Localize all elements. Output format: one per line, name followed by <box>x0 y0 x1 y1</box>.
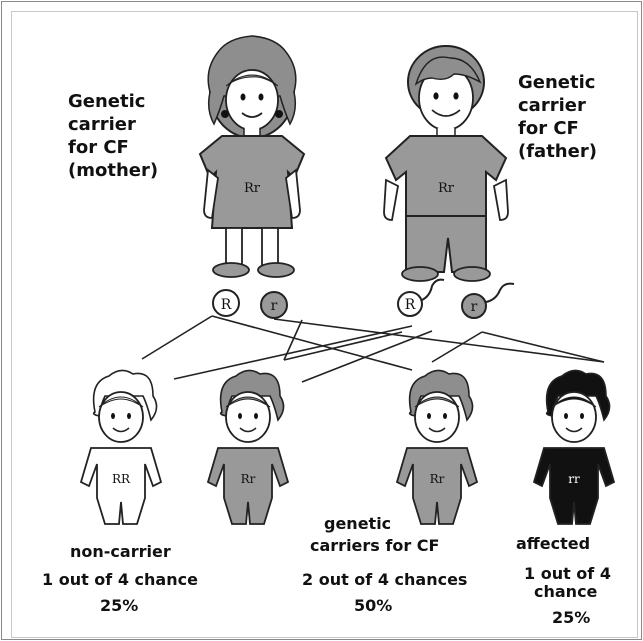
father-label-line: for CF <box>518 117 597 140</box>
carriers-label-line1: genetic <box>324 514 391 534</box>
mother-label-line: for CF <box>68 136 158 159</box>
child-carrier-1: Rr <box>208 370 288 524</box>
child-2-genotype: Rr <box>241 472 256 486</box>
mother-label: Genetic carrier for CF (mother) <box>68 90 158 182</box>
line-mother-R-to-child1 <box>142 316 212 359</box>
non-carrier-percent: 25% <box>100 596 138 616</box>
mother-genotype-label: Rr <box>244 181 261 196</box>
father-label-line: (father) <box>518 140 597 163</box>
child-non-carrier: RR <box>81 370 161 524</box>
mother-label-line: carrier <box>68 113 158 136</box>
mother-allele-R: R <box>221 297 232 313</box>
father-label: Genetic carrier for CF (father) <box>518 71 597 163</box>
father-allele-R: R <box>405 297 416 313</box>
father-figure: Rr <box>384 46 508 281</box>
carriers-percent: 50% <box>354 596 392 616</box>
father-genotype-label: Rr <box>438 181 455 196</box>
non-carrier-chance: 1 out of 4 chance <box>42 570 198 590</box>
mother-allele-r: r <box>271 298 278 314</box>
father-allele-r: r <box>471 299 478 315</box>
line-father-R-to-child2 <box>284 332 402 360</box>
affected-chance-line1: 1 out of 4 <box>524 564 611 584</box>
line-mother-r-to-child4 <box>274 319 604 362</box>
non-carrier-label: non-carrier <box>70 542 171 562</box>
mother-gametes: R r <box>213 290 287 318</box>
child-affected: rr <box>534 370 614 524</box>
child-4-genotype: rr <box>568 472 580 486</box>
mother-figure: Rr <box>200 36 304 277</box>
carriers-chance: 2 out of 4 chances <box>302 570 467 590</box>
affected-label: affected <box>516 534 590 554</box>
mother-label-line: Genetic <box>68 90 158 113</box>
line-father-r-to-child4 <box>482 332 604 362</box>
affected-percent: 25% <box>552 608 590 628</box>
child-carrier-2: Rr <box>397 370 477 524</box>
figure-panel: Rr Rr R <box>11 11 638 638</box>
line-father-r-to-child2 <box>302 331 432 382</box>
father-label-line: carrier <box>518 94 597 117</box>
affected-chance-line2: chance <box>534 582 597 602</box>
father-gametes: R r <box>398 280 514 318</box>
inheritance-lines <box>142 316 604 382</box>
father-label-line: Genetic <box>518 71 597 94</box>
child-3-genotype: Rr <box>430 472 445 486</box>
carriers-label-line2: carriers for CF <box>310 536 439 556</box>
child-1-genotype: RR <box>112 472 131 486</box>
line-father-r-to-child3 <box>432 332 482 362</box>
mother-label-line: (mother) <box>68 159 158 182</box>
